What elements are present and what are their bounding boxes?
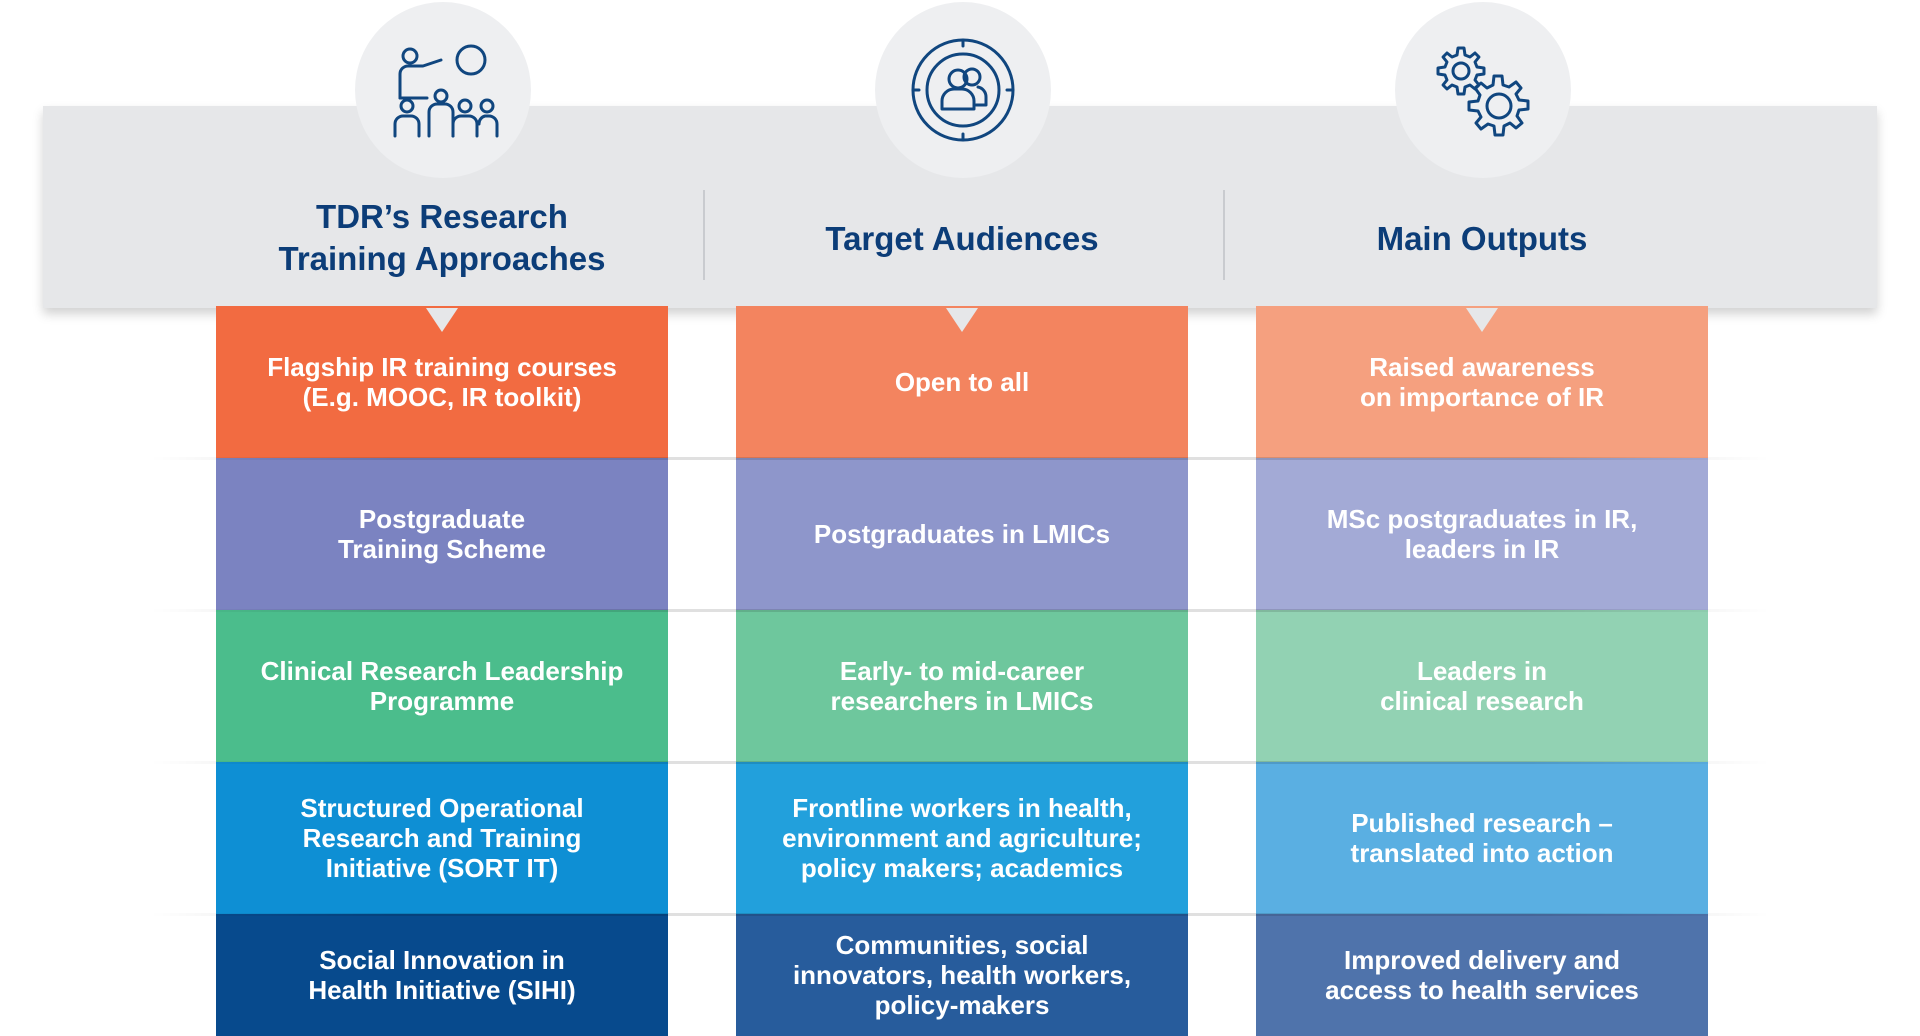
outputs-title: Main Outputs: [1256, 218, 1708, 260]
cell-text-line: researchers in LMICs: [830, 686, 1094, 716]
cell-text-line: Clinical Research Leadership: [260, 656, 624, 686]
cell-text-line: translated into action: [1350, 838, 1614, 868]
presentation-audience-icon: [393, 44, 499, 138]
cell-text-line: Raised awareness: [1369, 352, 1595, 382]
cell-text-line: on importance of IR: [1359, 382, 1605, 412]
cell-text-line: Postgraduate: [358, 504, 526, 534]
cell-text-line: policy makers; academics: [800, 853, 1124, 883]
row-separator: [150, 913, 1770, 916]
approaches-icon-circle: [355, 2, 531, 178]
cell-text-line: innovators, health workers,: [792, 960, 1132, 990]
cell-text-line: clinical research: [1380, 686, 1584, 716]
row-separator: [150, 761, 1770, 764]
people-target-icon: [911, 38, 1015, 142]
audience-cell-frontline: Frontline workers in health,environment …: [736, 762, 1188, 914]
audiences-icon-circle: [875, 2, 1051, 178]
cell-text-line: Early- to mid-career: [839, 656, 1085, 686]
output-cell-msc: MSc postgraduates in IR,leaders in IR: [1256, 458, 1708, 610]
cell-text-line: Frontline workers in health,: [792, 793, 1132, 823]
cell-text-line: Structured Operational: [300, 793, 584, 823]
cell-text-line: Research and Training: [302, 823, 582, 853]
header-pointer: [1466, 308, 1498, 332]
gears-icon: [1436, 46, 1530, 137]
title-line: Target Audiences: [825, 220, 1099, 257]
title-line: TDR’s Research: [316, 198, 568, 235]
title-line: Training Approaches: [278, 240, 606, 277]
cell-text-line: Communities, social: [835, 930, 1089, 960]
cell-text-line: Initiative (SORT IT): [325, 853, 559, 883]
header-pointer: [426, 308, 458, 332]
cell-text-line: Leaders in: [1416, 656, 1548, 686]
cell-text-line: Programme: [369, 686, 515, 716]
outputs-icon-circle: [1395, 2, 1571, 178]
row-separator: [150, 457, 1770, 460]
approach-cell-flagship: Flagship IR training courses(E.g. MOOC, …: [216, 306, 668, 458]
header-pointer: [946, 308, 978, 332]
cell-text-line: Open to all: [894, 367, 1030, 397]
cell-text-line: access to health services: [1325, 975, 1639, 1005]
approaches-title: TDR’s Research Training Approaches: [216, 196, 668, 280]
cell-text-line: environment and agriculture;: [782, 823, 1142, 853]
column-divider: [703, 190, 705, 280]
cell-text-line: MSc postgraduates in IR,: [1326, 504, 1638, 534]
cell-text-line: Social Innovation in: [319, 945, 565, 975]
column-divider: [1223, 190, 1225, 280]
cell-text-line: Published research –: [1351, 808, 1613, 838]
cell-text-line: Improved delivery and: [1344, 945, 1620, 975]
row-separator: [150, 609, 1770, 612]
title-line: Main Outputs: [1376, 220, 1588, 257]
cell-text-line: Training Scheme: [337, 534, 547, 564]
cell-text-line: Postgraduates in LMICs: [813, 519, 1111, 549]
cell-text-line: (E.g. MOOC, IR toolkit): [302, 382, 582, 412]
cell-text-line: Flagship IR training courses: [267, 352, 617, 382]
cell-text-line: Health Initiative (SIHI): [308, 975, 576, 1005]
audience-cell-postgraduates: Postgraduates in LMICs: [736, 458, 1188, 610]
cell-text-line: policy-makers: [874, 990, 1050, 1020]
cell-text-line: leaders in IR: [1404, 534, 1560, 564]
audiences-title: Target Audiences: [736, 218, 1188, 260]
output-cell-published: Published research –translated into acti…: [1256, 762, 1708, 914]
audience-cell-open: Open to all: [736, 306, 1188, 458]
